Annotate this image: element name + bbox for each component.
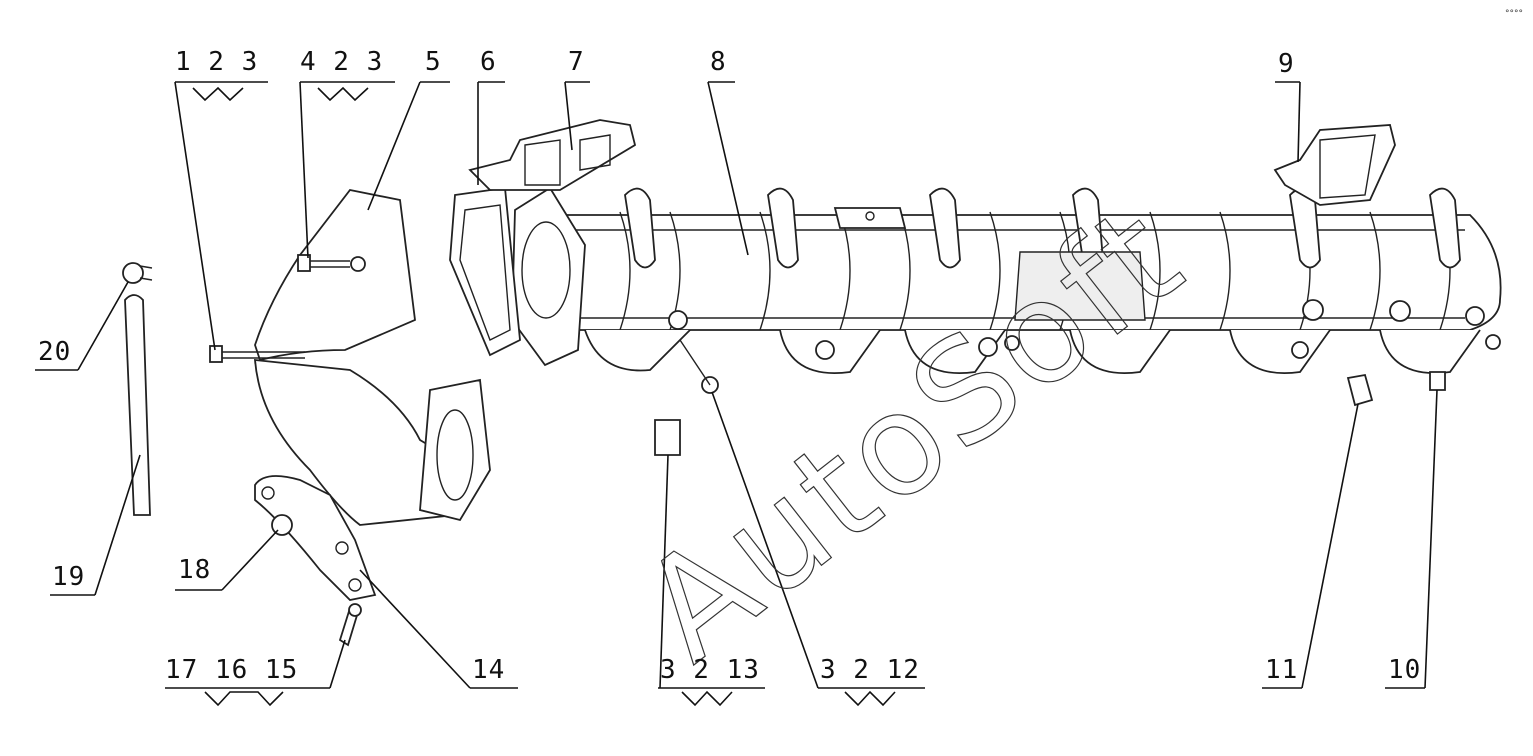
label-group-17-16-15: 17 16 15 <box>165 655 298 685</box>
label-part-8: 8 <box>710 47 727 77</box>
corner-mark: °°°° <box>1505 9 1523 19</box>
label-part-19: 19 <box>52 562 85 592</box>
tube-19 <box>124 294 151 516</box>
bolt-13 <box>654 419 681 456</box>
label-part-9: 9 <box>1278 49 1295 79</box>
label-part-6: 6 <box>480 47 497 77</box>
bolt-1 <box>209 345 223 363</box>
label-part-7: 7 <box>568 47 585 77</box>
label-group-1-2-3: 1 2 3 <box>175 47 258 77</box>
clamp-20 <box>122 262 144 284</box>
bolt-4 <box>297 254 311 272</box>
label-part-5: 5 <box>425 47 442 77</box>
exhaust-elbow <box>254 189 491 601</box>
label-part-18: 18 <box>178 555 211 585</box>
label-part-10: 10 <box>1388 655 1421 685</box>
label-part-11: 11 <box>1265 655 1298 685</box>
bolt-18 <box>271 514 293 536</box>
gasket-9 <box>1273 124 1396 206</box>
exhaust-manifold <box>511 186 1502 374</box>
fitting-11 <box>1346 373 1374 407</box>
label-group-3-2-12: 3 2 12 <box>820 655 920 685</box>
label-group-4-2-3: 4 2 3 <box>300 47 383 77</box>
fitting-10 <box>1429 371 1446 391</box>
label-part-14: 14 <box>472 655 505 685</box>
label-group-3-2-13: 3 2 13 <box>660 655 760 685</box>
leader-lines <box>35 81 1438 707</box>
label-part-20: 20 <box>38 337 71 367</box>
